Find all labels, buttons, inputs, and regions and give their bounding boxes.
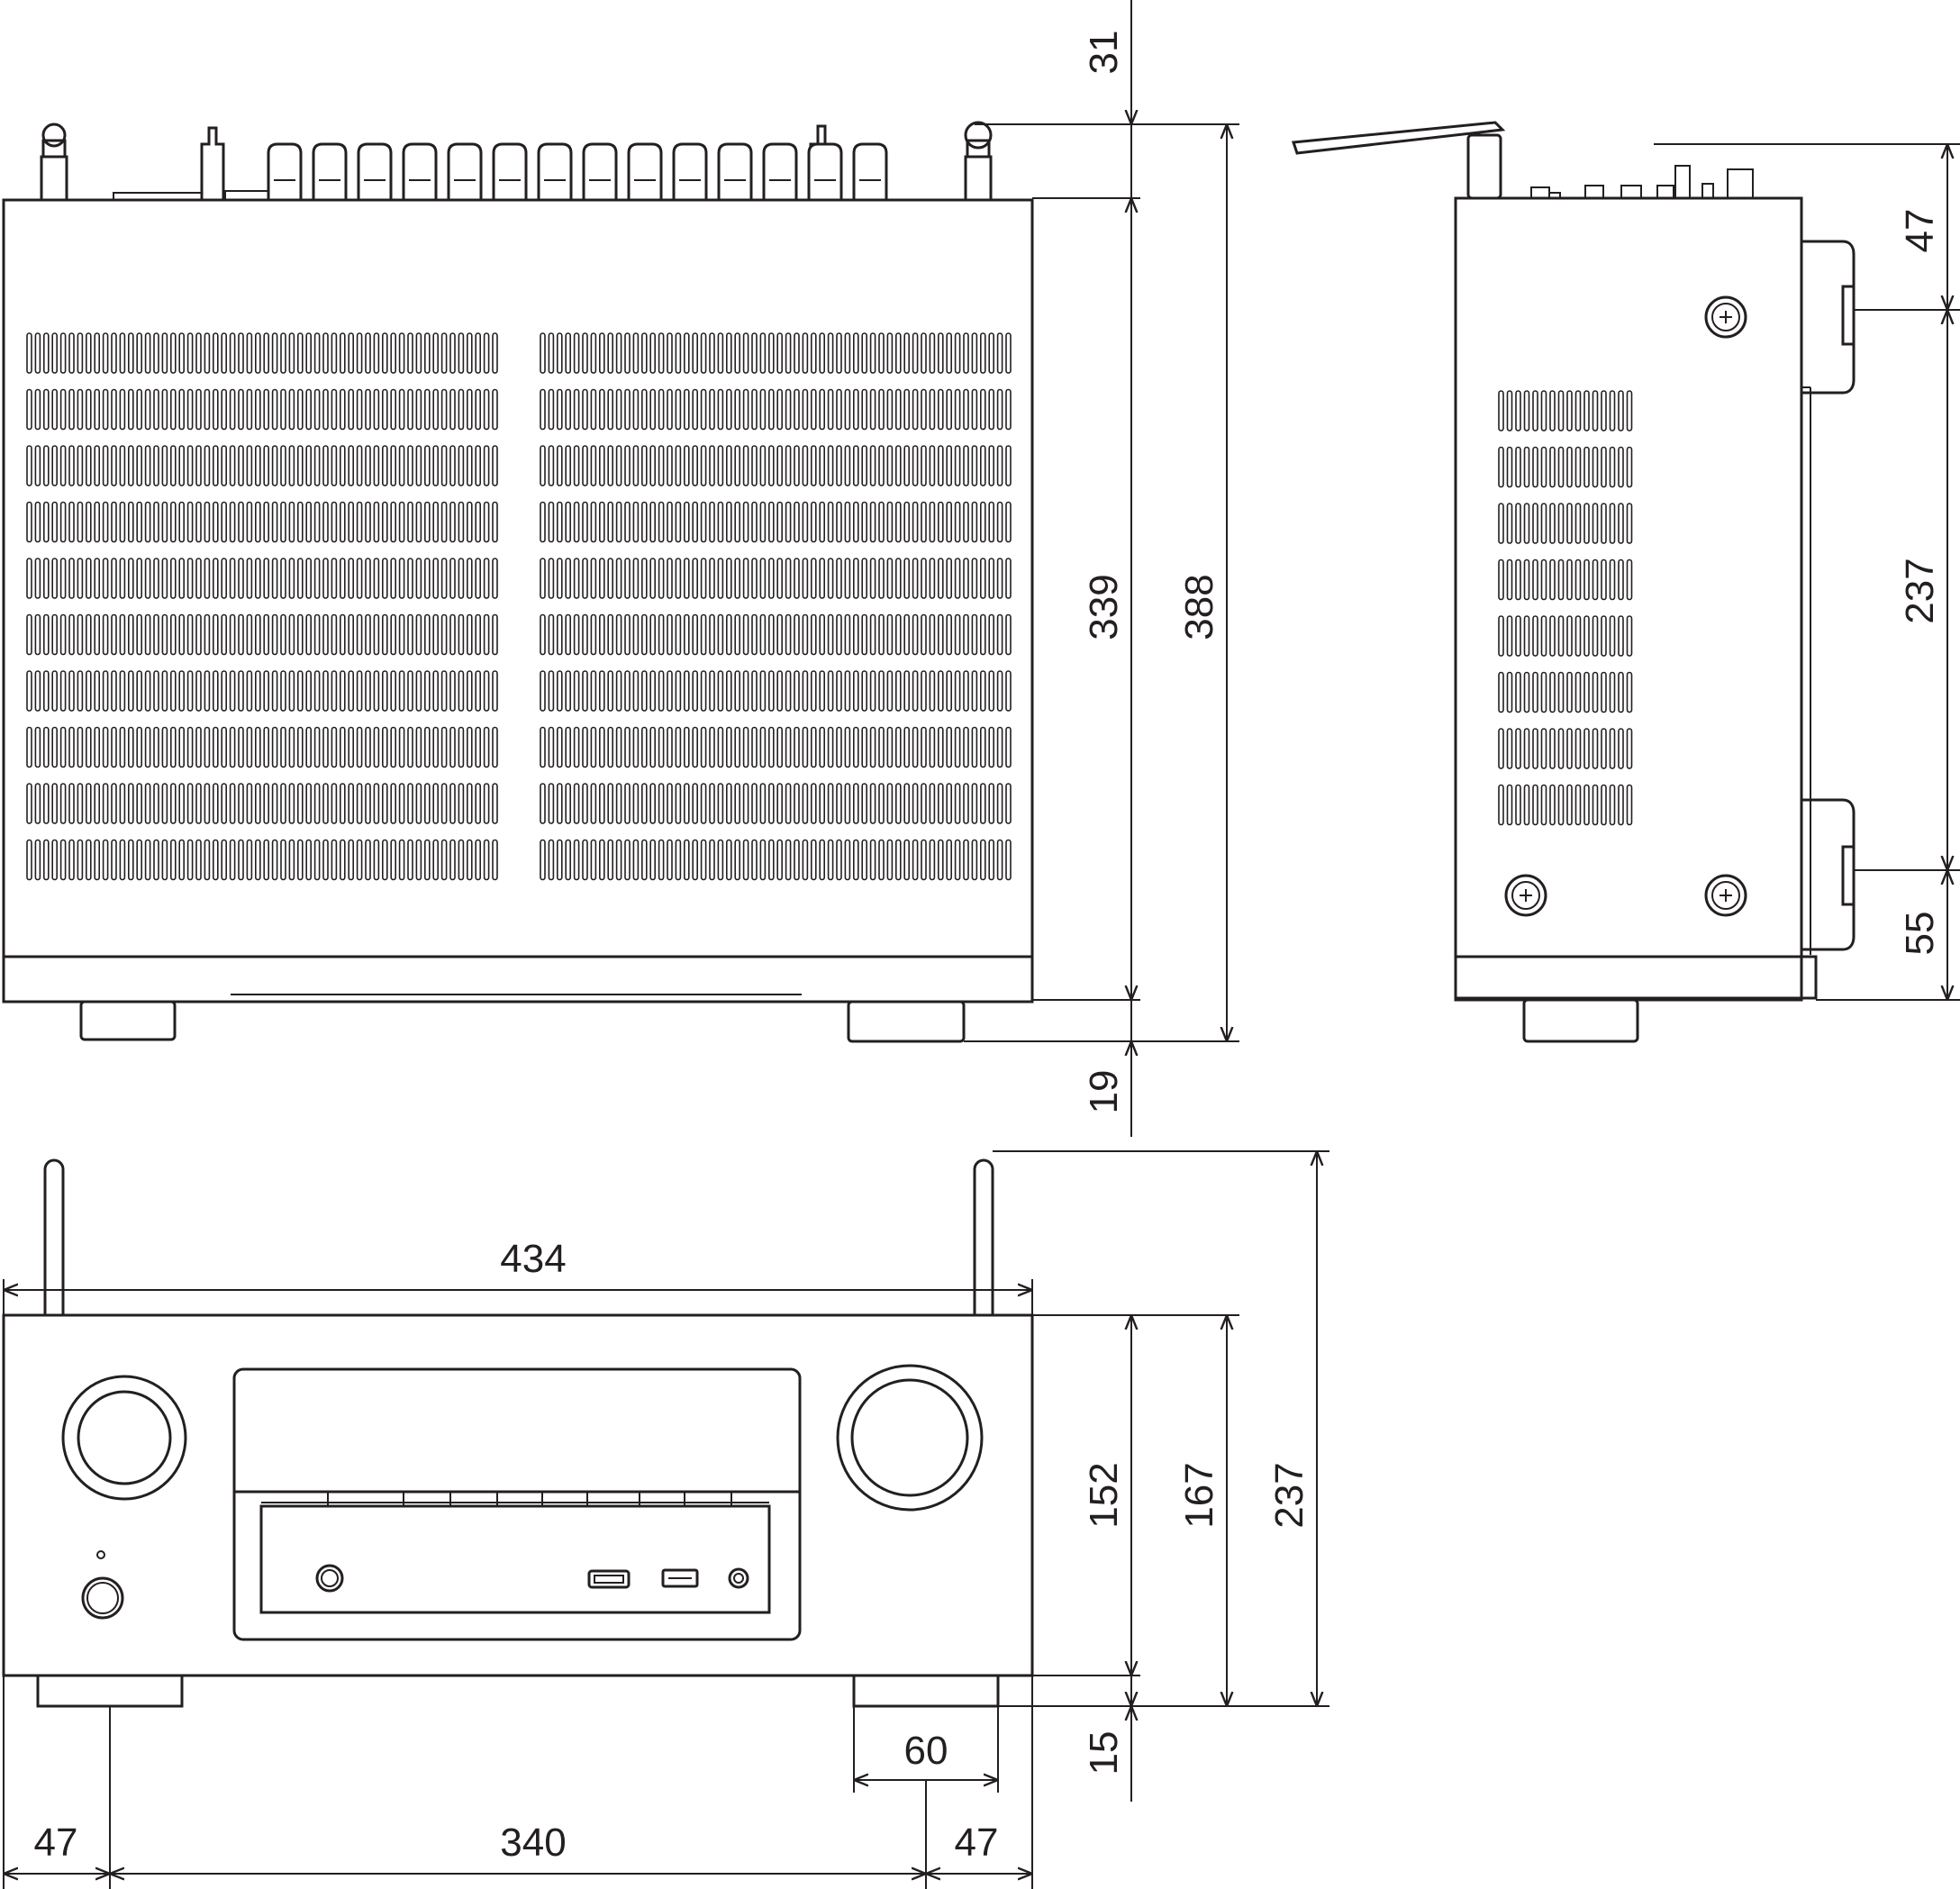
headphone-jack-icon <box>315 1564 344 1593</box>
dim-front-foot-width: 60 <box>904 1729 948 1773</box>
usb-port-icon <box>661 1568 699 1588</box>
dim-side-spacing: 237 <box>1898 558 1942 623</box>
top-vents <box>26 332 1012 881</box>
side-screws <box>1504 295 1747 917</box>
dim-top-foot: 19 <box>1082 1070 1126 1114</box>
top-view-front-strip <box>2 955 1034 1004</box>
rear-terminals <box>40 121 993 202</box>
side-antenna <box>1291 121 1506 155</box>
dim-front-width: 434 <box>500 1237 566 1281</box>
dim-side-upper: 47 <box>1898 209 1942 253</box>
side-vents <box>1498 390 1633 826</box>
dim-top-body-depth: 339 <box>1082 574 1126 640</box>
power-button <box>81 1576 124 1620</box>
front-view-body <box>2 1313 1034 1677</box>
dim-front-foot-height: 15 <box>1082 1731 1126 1775</box>
top-view-foot-right <box>847 1000 966 1043</box>
front-antenna-left <box>43 1158 65 1317</box>
setup-mic-jack-icon <box>728 1567 749 1589</box>
dim-top-total-depth: 388 <box>1177 574 1221 640</box>
dimension-labels: 31 339 388 19 47 237 55 434 152 167 237 … <box>34 31 1942 1865</box>
source-knob-right <box>836 1364 984 1512</box>
dim-front-body-height: 152 <box>1082 1462 1126 1528</box>
dim-foot-spacing: 340 <box>500 1821 566 1865</box>
dim-side-lower: 55 <box>1898 912 1942 956</box>
hdmi-port-icon <box>587 1569 631 1589</box>
power-led-icon <box>96 1550 105 1559</box>
display-divider-ticks <box>327 1492 732 1506</box>
front-view-foot-left <box>36 1674 184 1708</box>
dim-top-antenna: 31 <box>1082 31 1126 75</box>
top-view <box>2 121 1034 1043</box>
front-view <box>2 1158 1034 1708</box>
dim-front-height-feet: 167 <box>1177 1462 1221 1528</box>
top-view-body <box>2 198 1034 1004</box>
dim-foot-left-offset: 47 <box>34 1821 78 1865</box>
front-antenna-right <box>973 1158 994 1317</box>
display-window <box>232 1367 802 1641</box>
dim-foot-right-offset: 47 <box>955 1821 999 1865</box>
top-view-foot-left <box>79 1000 177 1041</box>
volume-knob-left <box>61 1375 187 1501</box>
front-view-foot-right <box>852 1674 1000 1708</box>
dim-front-total-height: 237 <box>1267 1462 1311 1528</box>
side-view <box>1291 121 1856 1043</box>
dimension-lines <box>3 0 1960 1889</box>
side-view-foot <box>1522 998 1639 1043</box>
